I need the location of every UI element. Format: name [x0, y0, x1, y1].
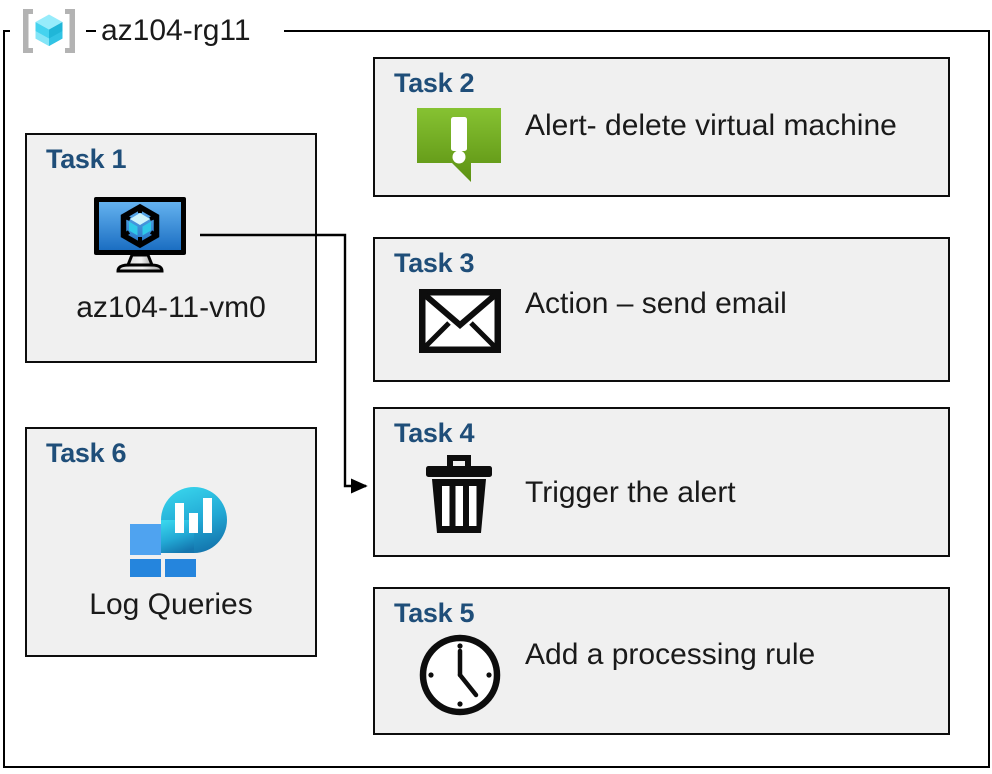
card-task-6-label: Log Queries: [89, 588, 253, 621]
card-task-5-label: Add a processing rule: [525, 638, 816, 671]
card-task-1[interactable]: Task 1: [25, 133, 317, 363]
card-task-6-title: Task 6: [46, 438, 127, 468]
card-task-6[interactable]: Task 6: [25, 427, 317, 657]
card-task-4[interactable]: Task 4 Trigger the alert: [373, 407, 950, 557]
card-task-3[interactable]: Task 3 Action – send email: [373, 237, 950, 382]
resource-group-frame: [3, 30, 990, 768]
frame-border-gap-label: [96, 27, 284, 34]
log-analytics-icon: [122, 479, 232, 590]
card-task-2-title: Task 2: [394, 68, 475, 98]
card-task-1-label: az104-11-vm0: [76, 291, 266, 324]
azure-resource-group-icon: [16, 7, 82, 55]
alert-bubble-icon: [415, 105, 503, 185]
clock-icon: [418, 633, 502, 717]
trash-can-icon: [423, 452, 495, 536]
card-task-3-title: Task 3: [394, 248, 475, 278]
card-task-2[interactable]: Task 2 Alert- delete virtual machine: [373, 57, 950, 197]
card-task-1-title: Task 1: [46, 144, 127, 174]
card-task-4-label: Trigger the alert: [525, 476, 736, 509]
card-task-5[interactable]: Task 5 Add a processing rule: [373, 587, 950, 735]
virtual-machine-icon: [90, 195, 190, 273]
card-task-2-label: Alert- delete virtual machine: [525, 109, 897, 142]
card-task-5-title: Task 5: [394, 598, 475, 628]
card-task-4-title: Task 4: [394, 418, 475, 448]
card-task-3-label: Action – send email: [525, 287, 787, 320]
resource-group-name: az104-rg11: [101, 14, 251, 47]
envelope-icon: [418, 288, 502, 354]
